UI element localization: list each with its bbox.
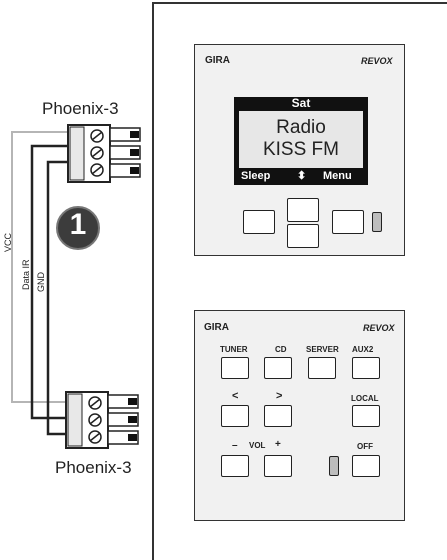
key-label-vol: VOL [249,441,266,450]
lcd-updown-icon: ⬍ [297,170,307,182]
lcd-menu-label: Menu [323,170,352,182]
data-ir-wire [30,144,70,420]
phoenix-connector-top [67,124,141,183]
lcd-line-1: Radio [276,117,326,138]
display-down-button[interactable] [287,224,319,248]
lcd-line-2: KISS FM [262,139,339,160]
step-marker-number: 1 [69,208,87,241]
phoenix-connector-bottom [65,391,139,449]
key-label-prev: < [232,390,239,402]
key-label-tuner: TUNER [220,345,248,354]
key-label-cd: CD [275,345,287,354]
key-label-minus: – [232,440,238,451]
local-key[interactable] [352,405,380,427]
display-led-indicator [372,212,382,232]
tuner-key[interactable] [221,357,249,379]
key-label-off: OFF [357,442,373,451]
lcd-sleep-label: Sleep [241,170,271,182]
vol-up-key[interactable] [264,455,292,477]
key-label-server: SERVER [306,345,339,354]
key-label-plus: + [275,439,281,450]
key-label-local: LOCAL [351,394,379,403]
server-key[interactable] [308,357,336,379]
display-up-button[interactable] [287,198,319,222]
display-left-button[interactable] [243,210,275,234]
lcd-display: Sat Radio KISS FM Sleep ⬍ Menu [234,97,368,185]
key-label-aux2: AUX2 [352,345,374,354]
key-label-next: > [276,390,283,402]
phoenix-label-bottom: Phoenix-3 [55,458,132,477]
lcd-screen: Radio KISS FM [239,111,363,168]
display-brand-revox: REVOX [361,56,393,66]
wire-label-vcc: VCC [3,232,13,252]
cd-key[interactable] [264,357,292,379]
vcc-wire [11,131,70,403]
lcd-softkey-bar: Sleep ⬍ Menu [239,169,363,183]
next-key[interactable] [264,405,292,427]
wire-label-gnd: GND [36,272,46,292]
keypad-brand-revox: REVOX [363,323,395,333]
off-key[interactable] [352,455,380,477]
lcd-source: Sat [291,96,311,110]
display-right-button[interactable] [332,210,364,234]
wire-label-data-ir: Data IR [21,259,31,290]
wall-frame [152,2,447,560]
prev-key[interactable] [221,405,249,427]
display-brand-gira: GIRA [205,55,230,66]
step-marker [56,206,100,250]
gnd-wire [46,160,70,436]
aux2-key[interactable] [352,357,380,379]
keypad-led-indicator [329,456,339,476]
keypad-brand-gira: GIRA [204,322,229,333]
phoenix-label-top: Phoenix-3 [42,99,119,118]
vol-down-key[interactable] [221,455,249,477]
